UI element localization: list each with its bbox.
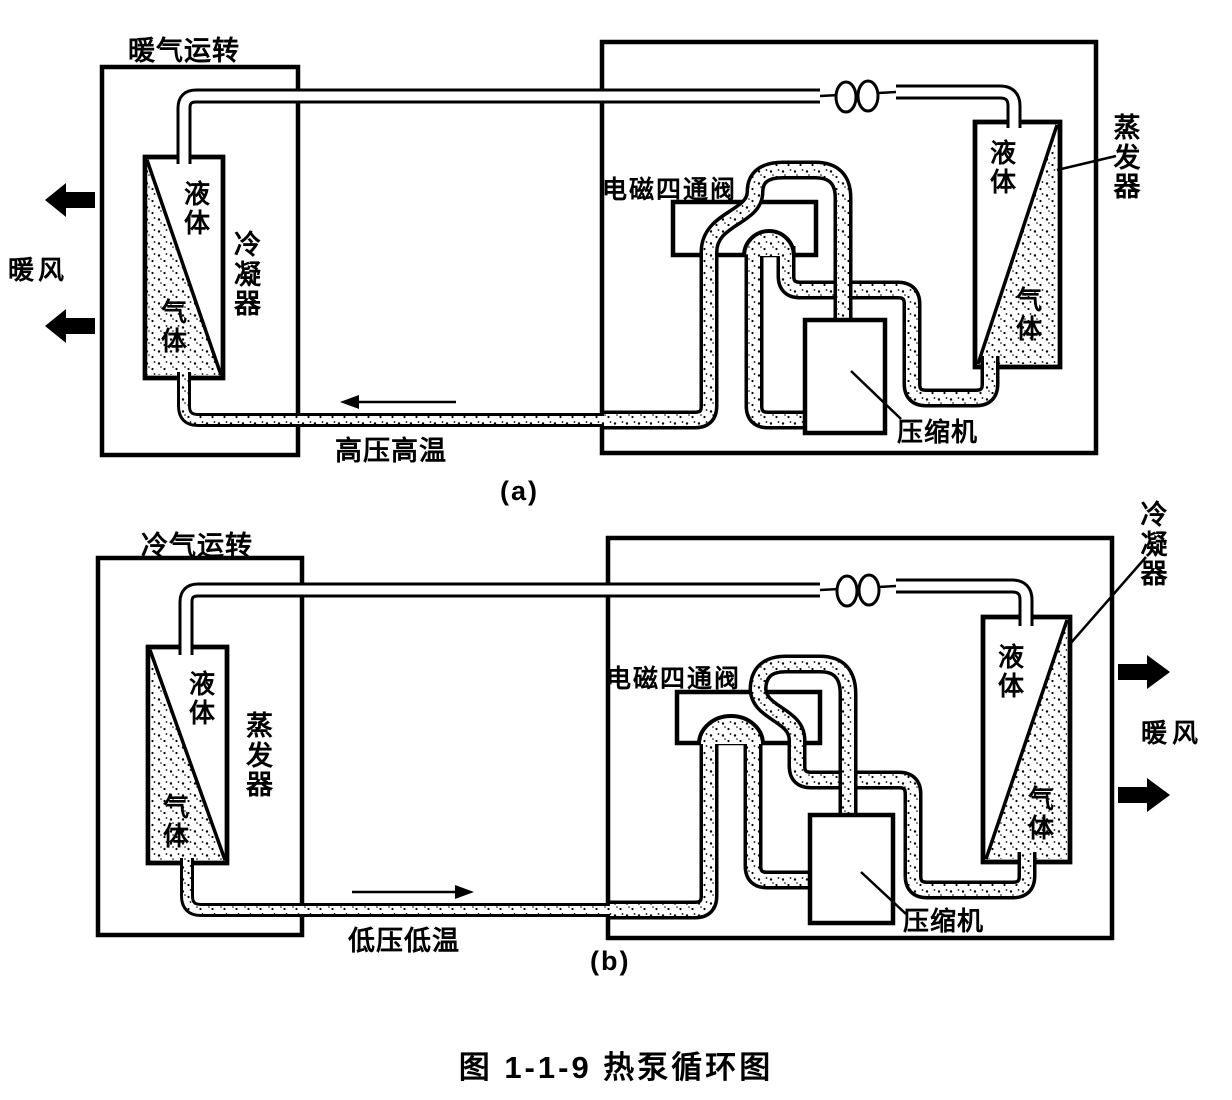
panel-label-b: (b)	[590, 946, 631, 976]
liquid-line-pipe-a	[176, 84, 1022, 164]
gas-label-a-outdoor: 气体	[1015, 285, 1042, 344]
flow-arrow-b	[352, 885, 474, 899]
warm-air-arrow-icon	[45, 309, 95, 343]
mode-label-a: 暖气运转	[128, 36, 240, 66]
compressor-label-a: 压缩机	[897, 417, 979, 447]
warm-air-arrow-icon	[1118, 778, 1170, 812]
panel-b	[95, 535, 1170, 941]
condenser-label-b: 冷凝器	[1140, 500, 1168, 590]
liquid-label-b-indoor: 液体	[188, 669, 215, 728]
liquid-label-b-outdoor: 液体	[997, 642, 1024, 701]
capillary-coil-a	[819, 79, 897, 114]
phase-divider-line	[148, 649, 227, 861]
compressor-pointer-line-a	[850, 370, 902, 420]
panel-label-a: (a)	[500, 476, 539, 506]
gas-label-b-outdoor: 气体	[1027, 784, 1054, 843]
suction-pipe-b	[606, 736, 814, 920]
warm-air-arrow-icon	[1118, 655, 1170, 689]
pipe-state-label-b: 低压低温	[348, 926, 460, 956]
bottom-run-pipe-b	[180, 858, 610, 917]
condenser-label-a: 冷凝器	[234, 230, 261, 320]
evaporator-label-a: 蒸发器	[1113, 113, 1141, 203]
pipe-state-label-a: 高压高温	[335, 436, 447, 466]
indoor-unit-box-b	[95, 555, 305, 938]
panel-a	[45, 39, 1117, 458]
liquid-line-pipe-b	[178, 578, 1034, 655]
phase-divider-line	[145, 159, 223, 376]
liquid-label-a-outdoor: 液体	[989, 138, 1016, 197]
valve-dome-a	[742, 229, 796, 257]
suction-pipe-a	[744, 246, 1000, 430]
bottom-run-pipe-a	[177, 372, 608, 427]
valve-dome-b	[697, 714, 765, 745]
discharge-pipe-a	[604, 160, 853, 430]
figure-caption: 图 1-1-9 热泵循环图	[458, 1050, 774, 1085]
discharge-pipe-b	[748, 654, 1037, 900]
flow-arrow-a	[340, 395, 456, 409]
evaporator-pointer-line-a	[1056, 154, 1117, 172]
outdoor-exchanger-b	[980, 614, 1073, 865]
gas-label-b-indoor: 气体	[162, 792, 189, 851]
warm-air-label-a: 暖风	[8, 255, 69, 285]
outdoor-exchanger-a	[972, 119, 1063, 370]
phase-divider-line	[984, 619, 1069, 860]
warm-air-label-b: 暖风	[1141, 718, 1204, 748]
evaporator-label-b: 蒸发器	[246, 711, 273, 801]
compressor-box-b	[807, 812, 896, 926]
four-way-valve-label-a: 电磁四通阀	[602, 176, 738, 204]
compressor-box-a	[802, 317, 888, 436]
liquid-label-a-indoor: 液体	[183, 179, 210, 238]
capillary-coil-b	[819, 573, 897, 608]
compressor-label-b: 压缩机	[903, 906, 985, 936]
four-way-valve-label-b: 电磁四通阀	[606, 665, 742, 693]
gas-label-a-indoor: 气体	[160, 297, 187, 356]
compressor-pointer-line-b	[860, 871, 907, 915]
mode-label-b: 冷气运转	[141, 531, 253, 561]
warm-air-arrow-icon	[45, 183, 95, 217]
indoor-exchanger-b	[145, 644, 230, 866]
phase-divider-line	[976, 124, 1059, 365]
condenser-pointer-line-b	[1069, 556, 1147, 645]
